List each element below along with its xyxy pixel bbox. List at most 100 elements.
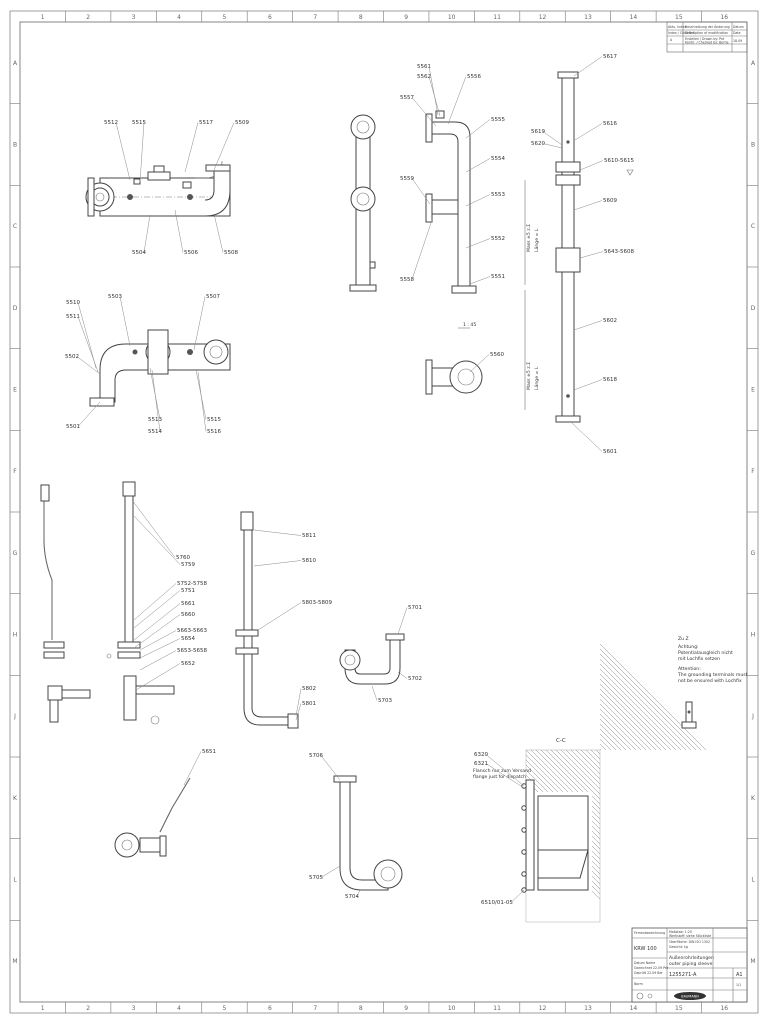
leader-line	[253, 560, 302, 567]
note-de-1: Achtung:	[678, 644, 699, 650]
hatch-line	[570, 749, 601, 780]
row-marker: H	[751, 632, 756, 639]
part-label-riser: 5617	[603, 54, 617, 60]
hatch-line	[599, 703, 647, 751]
part-label-bot-center: 5810	[302, 558, 316, 564]
riser-view: Mass ±5 z.Σ Länge = L Mass ±5 z.Σ Länge …	[524, 71, 634, 423]
leader-line	[77, 401, 101, 427]
hatch-line	[599, 683, 667, 751]
row-marker: C	[13, 223, 17, 230]
leader-line	[135, 663, 181, 691]
column-marker: 9	[404, 14, 408, 21]
leader-line	[139, 630, 177, 651]
row-marker: A	[751, 60, 756, 67]
tb-small-7: Norm	[634, 982, 643, 986]
part-label-mid-left: 5515	[207, 417, 221, 423]
leader-line	[510, 889, 525, 903]
column-marker: 2	[86, 1005, 90, 1012]
part-label-mid-left: 5511	[66, 314, 80, 320]
rev-header-date: Datum	[733, 25, 744, 29]
column-marker: 5	[223, 1005, 227, 1012]
leader-line	[397, 671, 408, 679]
part-label-bot-left: 5660	[181, 612, 195, 618]
part-label-flange-section: 6320	[474, 752, 488, 758]
part-label-top-center: 5561	[417, 64, 431, 70]
column-marker: 12	[539, 14, 547, 21]
leader-line	[469, 354, 490, 373]
rev-row-by: Erstellen / Drawn by: Pet	[685, 37, 725, 41]
tb-small-0: Maßstab: 1:20	[669, 930, 692, 934]
part-label-elbow: 5702	[408, 676, 422, 682]
hatch-line	[590, 749, 601, 760]
row-marker: H	[13, 632, 18, 639]
hatch-line	[595, 749, 601, 755]
part-label-top-center: 5555	[491, 117, 505, 123]
part-label-bot-left: 5661	[181, 601, 195, 607]
leader-line	[447, 76, 467, 125]
section-title: C-C	[556, 738, 566, 744]
column-marker: 6	[268, 1005, 272, 1012]
row-marker: B	[13, 142, 17, 149]
hatch-line	[599, 713, 637, 751]
title-block: Firmenbezeichnung KRW 100 Maßstab: 1:20 …	[631, 927, 748, 1003]
column-marker: 15	[675, 14, 683, 21]
leader-line	[465, 238, 491, 249]
part-label-top-center: 5559	[400, 176, 414, 182]
leader-line	[133, 515, 181, 565]
hatch-line	[599, 648, 702, 751]
part-label-riser: 5610-5615	[604, 158, 634, 164]
row-marker: M	[12, 958, 17, 965]
column-marker: 3	[132, 14, 136, 21]
rev-header-desc: Beschreibung der Änderung	[685, 24, 730, 29]
part-label-bot-center: 5801	[302, 701, 316, 707]
part-label-mid-left: 5502	[65, 354, 79, 360]
leader-line	[184, 122, 199, 173]
leader-line	[465, 158, 491, 173]
column-marker: 8	[359, 14, 363, 21]
pipe-view-bottom-left-1	[40, 484, 91, 723]
row-marker: M	[750, 958, 755, 965]
column-marker: 8	[359, 1005, 363, 1012]
hatch-line	[585, 749, 601, 765]
column-marker: 7	[313, 1005, 317, 1012]
part-label-bot-left: 5760	[176, 555, 190, 561]
part-label-riser: 5616	[603, 121, 617, 127]
tb-title-en: outer piping sleeve	[669, 961, 713, 967]
section-c-c: C-C Flansch nur zum Versand flange just …	[473, 643, 707, 923]
leader-line	[579, 160, 604, 171]
note-en-1: Attention:	[678, 666, 701, 672]
part-label-bot-left: 5654	[181, 636, 195, 642]
column-marker: 13	[584, 14, 592, 21]
part-label-elbow: 5701	[408, 605, 422, 611]
note-ref: Zu Z	[678, 636, 689, 642]
rev-header-date-en: Date	[733, 31, 741, 35]
row-marker: J	[13, 713, 16, 720]
row-marker: B	[751, 142, 755, 149]
leader-line	[397, 607, 408, 635]
tb-size: A1	[736, 972, 743, 978]
row-marker: K	[13, 795, 18, 802]
hatch-line	[580, 749, 601, 770]
part-label-bottom-row: 5705	[309, 875, 323, 881]
row-marker: A	[13, 60, 18, 67]
dim-riser-lower-len: Länge = L	[534, 366, 540, 390]
part-label-mid-left: 5516	[207, 429, 221, 435]
leader-line	[371, 685, 378, 701]
hatch-line	[550, 749, 601, 800]
pipe-view-bottom-center-2	[333, 775, 403, 891]
note-de-2: Potentialausgleich nicht	[678, 650, 733, 656]
row-marker: D	[751, 305, 756, 312]
leader-line	[411, 219, 433, 280]
part-label-mid-left: 5503	[108, 294, 122, 300]
part-label-riser: 5618	[603, 377, 617, 383]
part-label-top-center: 5557	[400, 95, 414, 101]
leader-line	[213, 213, 224, 253]
note-en-3: not be ensured with Lochfix	[678, 678, 742, 684]
column-marker: 9	[404, 1005, 408, 1012]
pipe-view-top-left	[85, 160, 231, 217]
column-marker: 5	[223, 14, 227, 21]
part-label-bot-left: 5652	[181, 661, 195, 667]
logo-text: BAUMANN	[681, 995, 699, 999]
leader-line	[119, 296, 131, 347]
leader-line	[320, 755, 341, 781]
